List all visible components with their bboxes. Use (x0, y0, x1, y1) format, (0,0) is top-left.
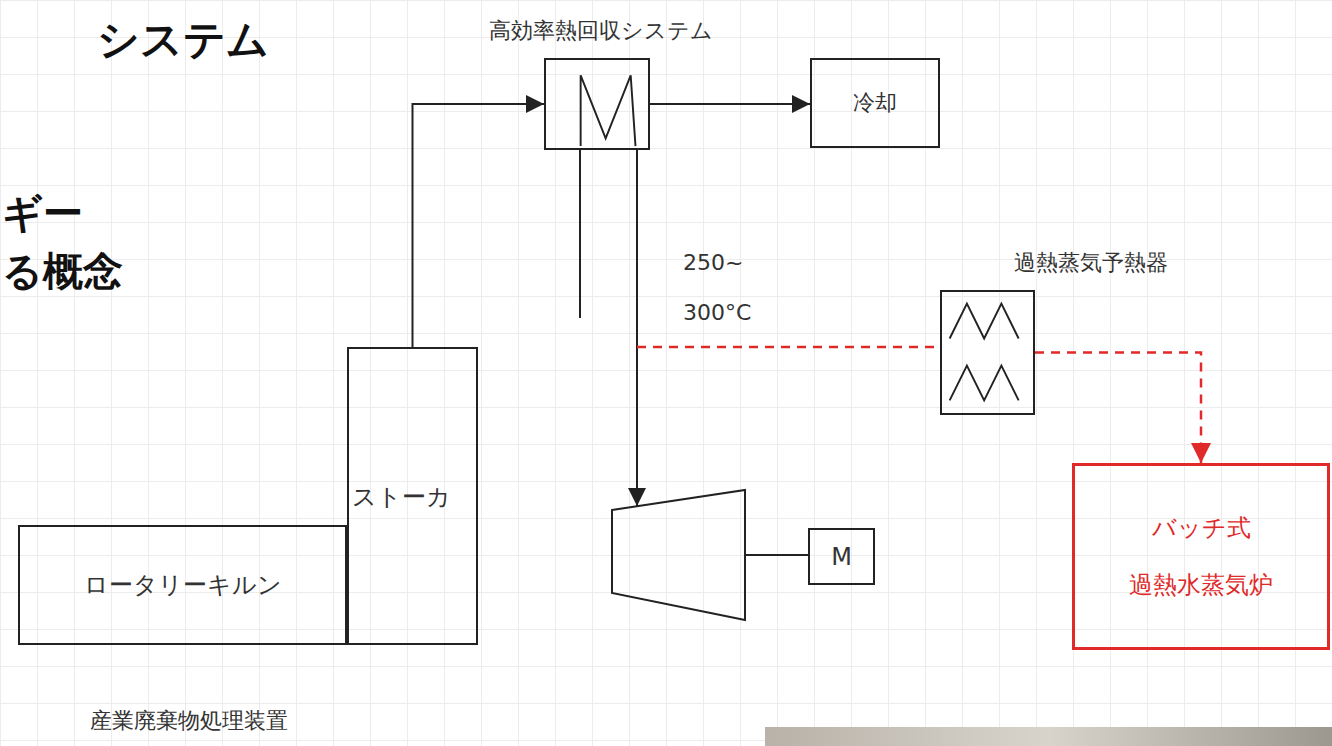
temperature-label: 250~ (683, 250, 743, 275)
box-text: ロータリーキルン (84, 569, 282, 601)
box-content: ロータリーキルン (20, 527, 345, 643)
preheater-box: 過熱蒸気予熱器 (940, 290, 1035, 415)
box-content (942, 292, 1033, 413)
flow-arrow (650, 103, 810, 105)
branch-line (637, 346, 940, 349)
motor-box: M (808, 528, 875, 585)
title-fragment: る概念 (2, 248, 123, 294)
box-content: バッチ式 過熱水蒸気炉 (1075, 466, 1327, 647)
coil-symbol (942, 292, 1033, 413)
photo-fragment (765, 727, 1332, 746)
title-fragment-wrap: ギー (2, 186, 83, 241)
furnace-box: バッチ式 過熱水蒸気炉 (1072, 463, 1330, 650)
device-caption-wrap: 産業廃棄物処理装置 (90, 706, 288, 736)
heat-exchanger-box: 高効率熱回収システム (544, 58, 650, 150)
temperature-label: 300°C (683, 300, 751, 325)
box-content (546, 60, 648, 148)
temperature-label-wrap: 250~ (683, 250, 743, 275)
box-heading: 過熱蒸気予熱器 (1014, 248, 1168, 278)
title-fragment-wrap: る概念 (2, 244, 123, 299)
title-fragment-wrap: システム (97, 12, 269, 68)
steam-line (636, 150, 638, 506)
turbine-symbol (612, 490, 745, 620)
box-text: バッチ式 過熱水蒸気炉 (1117, 500, 1285, 613)
shaft-line (745, 554, 808, 556)
title-fragment: システム (97, 15, 269, 64)
coil-line (950, 366, 1019, 401)
box-content: M (810, 530, 873, 583)
box-text: M (831, 543, 852, 571)
steam-branch-arrow (1035, 353, 1201, 464)
coil-line (581, 75, 636, 146)
coil-symbol (546, 60, 648, 148)
return-line (579, 150, 581, 318)
box-heading: 高効率熱回収システム (489, 16, 713, 46)
stoker-box: ストーカ (347, 347, 478, 645)
box-content: ストーカ (349, 349, 476, 643)
flow-arrow (413, 104, 545, 347)
kiln-box: ロータリーキルン (18, 525, 347, 645)
box-text: ストーカ (352, 481, 451, 513)
device-caption: 産業廃棄物処理装置 (90, 708, 288, 733)
coil-line (950, 304, 1019, 339)
title-fragment: ギー (2, 190, 83, 236)
box-content: 冷却 (812, 60, 938, 146)
cooling-box: 冷却 (810, 58, 940, 148)
box-text: 冷却 (853, 88, 897, 118)
temperature-label-wrap: 300°C (683, 300, 751, 325)
